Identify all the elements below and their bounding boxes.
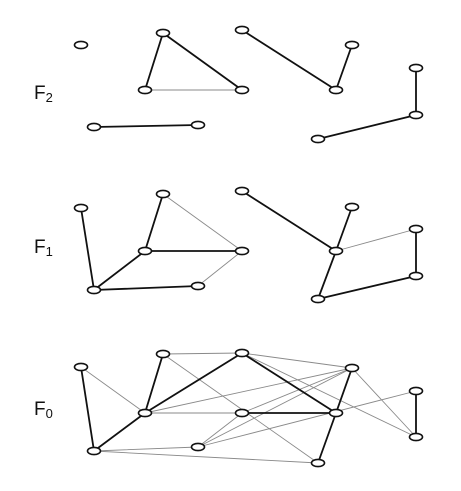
edge-F0-d-k [241,352,417,438]
node-F1-f [328,246,344,256]
node-F0-d [234,348,250,358]
node-F0-e [234,408,250,418]
node-F0-i [86,446,102,456]
edge-F0-a-i [80,366,95,452]
node-F0-j [310,458,326,468]
node-F1-k [408,271,424,281]
edge-F0-c-d [144,352,243,414]
edge-F0-g-f [335,367,353,414]
edge-F0-e-h [197,412,243,448]
edge-F2-g-f [335,44,353,91]
node-F2-i [190,120,206,130]
edge-F0-i-h [93,446,199,452]
node-F2-j [310,134,326,144]
edge-F0-b-d [162,352,243,355]
node-F0-g [344,363,360,373]
node-F2-f [328,85,344,95]
node-F0-h [190,442,206,452]
edge-F1-c-i [93,250,146,291]
edge-F0-b-c [144,353,164,414]
edge-F2-c-d [162,32,243,91]
edge-F0-c-g [144,367,353,414]
edge-F1-a-i [80,207,95,291]
edge-F1-h-d [197,250,243,287]
edge-F1-b-d [162,193,243,252]
edge-F1-f-j [317,250,337,300]
node-F0-c [137,408,153,418]
node-F0-a [73,362,89,372]
node-F1-e [234,186,250,196]
edge-F0-i-j [93,450,319,464]
node-F0-b [155,349,171,359]
level-F2-graph [73,25,424,144]
node-F1-g [344,202,360,212]
edge-F1-b-c [144,193,164,252]
node-F1-l [408,224,424,234]
edge-F0-h-g [197,367,353,448]
node-F2-c [155,28,171,38]
node-F1-h [190,281,206,291]
node-F2-h [86,122,102,132]
node-F2-b [137,85,153,95]
node-F1-j [310,294,326,304]
level-F1-graph [73,186,424,304]
edge-F2-h-i [93,124,199,128]
edge-F2-j-k [317,114,417,140]
node-F1-b [155,189,171,199]
edge-F2-e-f [241,29,337,91]
level-F0-graph [73,348,424,468]
node-F2-d [234,85,250,95]
node-F1-a [73,203,89,213]
node-F2-e [234,25,250,35]
edge-F0-d-g [241,352,353,369]
edge-F1-i-h [93,285,199,291]
edge-F0-e-g [241,367,353,414]
node-F0-k [408,432,424,442]
edge-F0-f-j [317,412,337,464]
edge-F0-d-f [241,352,337,414]
node-F0-f [328,408,344,418]
edge-F0-a-c [80,366,146,414]
edge-F0-c-i [93,412,146,452]
edge-F0-h-l [197,390,417,448]
level-label-F2: F2 [34,83,53,105]
node-F2-k [408,110,424,120]
node-F2-g [344,40,360,50]
level-label-F0: F0 [34,399,53,421]
node-F2-a [73,40,89,50]
node-F1-i [86,285,102,295]
edge-F0-b-j [162,353,319,464]
node-F0-l [408,386,424,396]
edge-F0-g-k [351,367,417,438]
node-F1-d [234,246,250,256]
edge-F1-f-l [335,228,417,252]
edge-F1-g-f [335,206,353,252]
level-label-F1: F1 [34,237,53,259]
edge-F1-e-f [241,190,337,252]
edge-F1-j-k [317,275,417,300]
edge-F2-b-c [144,32,164,91]
node-F2-l [408,63,424,73]
node-F1-c [137,246,153,256]
